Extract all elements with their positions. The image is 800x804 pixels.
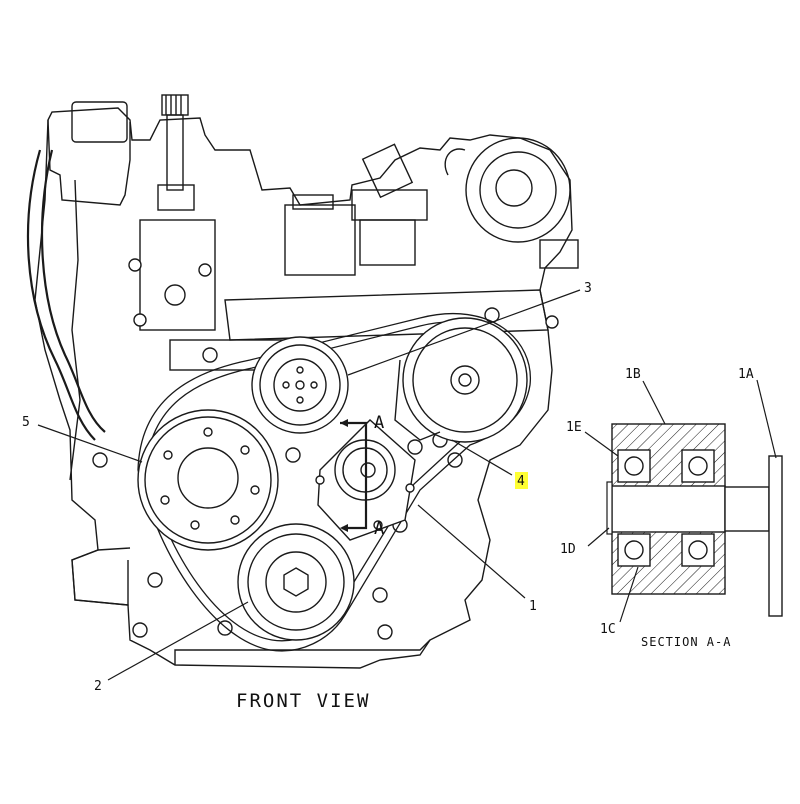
- callout-3: 3: [584, 281, 592, 296]
- alternator-pulley: [394, 317, 528, 443]
- left-hose-inner: [40, 149, 106, 433]
- fuel-pump: [139, 219, 216, 331]
- shaft-1A: [724, 486, 770, 532]
- section-a-a: 1A 1B 1E 1D 1C SECTION A-A: [560, 367, 783, 649]
- callout-1E: 1E: [566, 420, 582, 435]
- leader-1D: [587, 527, 610, 547]
- housing-cap: [71, 101, 128, 143]
- leader-1A: [756, 379, 777, 459]
- leader-1E: [584, 431, 619, 457]
- callout-2: 2: [94, 679, 102, 694]
- shaft-bore: [611, 485, 726, 533]
- callout-1A: 1A: [738, 367, 754, 382]
- callout-5: 5: [22, 415, 30, 430]
- leader-1B: [642, 380, 666, 425]
- crankshaft-pulley: [137, 409, 279, 551]
- callout-1D: 1D: [560, 542, 576, 557]
- leader-5: [37, 424, 143, 463]
- fuel-filter-housing: [284, 143, 428, 276]
- leader-2: [107, 601, 249, 681]
- callout-1C: 1C: [600, 622, 616, 637]
- engine-front-view: A A 3 4 5 1 2 FRONT VIEW: [22, 94, 592, 712]
- mounting-bracket-1A: [768, 455, 783, 617]
- wire-harness: [69, 179, 81, 481]
- top-housing: [47, 119, 131, 206]
- leader-1: [417, 504, 526, 599]
- section-cut-line: A A: [340, 413, 384, 539]
- lower-block: [71, 547, 131, 606]
- retaining-ring-1D: [606, 481, 613, 535]
- callout-4: 4: [517, 474, 525, 489]
- bearing-upper-right: [681, 449, 715, 483]
- leader-1C: [619, 566, 639, 623]
- bearing-lower-right: [681, 533, 715, 567]
- fuel-pump-boss: [164, 284, 186, 306]
- oil-pan-edge: [174, 639, 431, 665]
- front-view-title: FRONT VIEW: [236, 690, 370, 712]
- leader-3: [347, 289, 581, 376]
- bearing-upper-left: [617, 449, 651, 483]
- section-mark-top: A: [374, 413, 384, 433]
- left-hose: [26, 149, 96, 441]
- bearing-lower-left: [617, 533, 651, 567]
- callout-1: 1: [529, 599, 537, 614]
- leader-4: [451, 439, 513, 476]
- filler-neck: [157, 94, 195, 211]
- bracket: [224, 289, 549, 341]
- water-pump-pulley: [251, 336, 349, 434]
- section-title: SECTION A-A: [641, 635, 731, 649]
- callout-4-highlight: [515, 472, 528, 489]
- turbocharger: [444, 137, 579, 269]
- section-mark-bottom: A: [374, 519, 384, 539]
- lower-pulley: [237, 523, 355, 641]
- callout-1B: 1B: [625, 367, 641, 382]
